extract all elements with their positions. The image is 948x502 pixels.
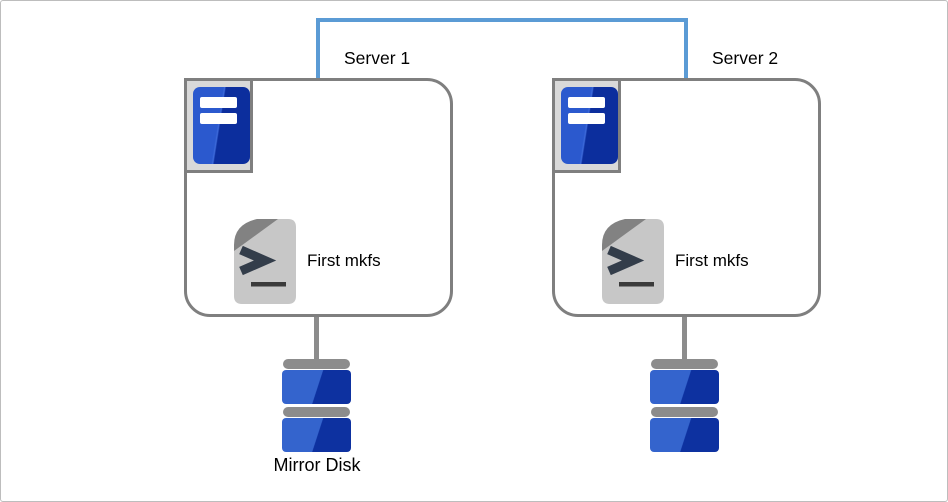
disk-platter — [282, 370, 351, 404]
disk-platter-cap — [283, 407, 350, 417]
server-drive-bay-slot — [568, 97, 605, 108]
disk-platter-cap — [651, 359, 718, 369]
disk-platter — [282, 418, 351, 452]
server-chassis-shape — [193, 87, 250, 164]
disk-platter-cap — [283, 359, 350, 369]
interconnect-line-server2 — [684, 18, 688, 79]
server-drive-bay-slot — [200, 113, 237, 124]
server2-title: Server 2 — [712, 48, 779, 68]
disk-platter — [650, 370, 719, 404]
shell-script-icon — [602, 219, 664, 304]
disk-platter — [650, 418, 719, 452]
tower-server-icon — [184, 78, 253, 173]
server-drive-bay-slot — [568, 113, 605, 124]
server1-disk-connector-line — [314, 312, 319, 360]
server1-group: Server 1 First mkfs Mirror Disk — [184, 48, 454, 498]
tower-server-icon — [552, 78, 621, 173]
server-chassis-shape — [561, 87, 618, 164]
server1-command-label: First mkfs — [307, 251, 381, 270]
server2-command-label: First mkfs — [675, 251, 749, 270]
server-drive-bay-slot — [200, 97, 237, 108]
server1-title: Server 1 — [344, 48, 411, 68]
server2-disk-connector-line — [682, 312, 687, 360]
interconnect-line-horizontal — [316, 18, 688, 22]
shell-script-icon — [234, 219, 296, 304]
server2-group: Server 2 First mkfs — [552, 48, 822, 498]
disk-platter-cap — [651, 407, 718, 417]
interconnect-line-server1 — [316, 18, 320, 79]
mirror-disk-label: Mirror Disk — [273, 455, 361, 475]
